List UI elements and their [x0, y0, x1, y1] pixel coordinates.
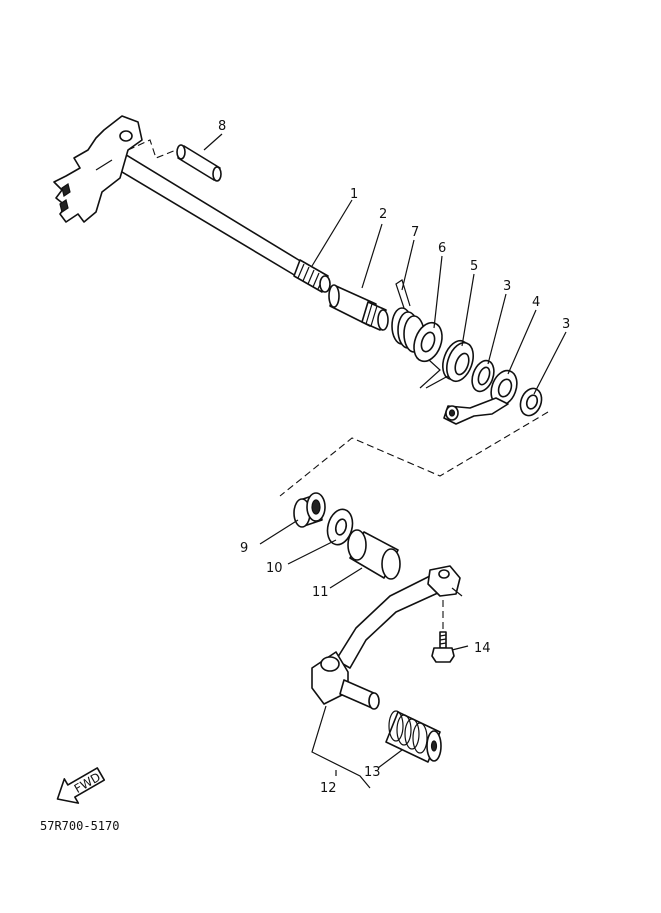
callout-labels: 1 2 7 6 5 3 4 3 8 9 10 11 12 13 14 — [218, 119, 570, 796]
assembly-connector-line — [279, 411, 549, 497]
rubber-peg — [385, 710, 442, 763]
callout-2: 2 — [379, 207, 387, 222]
callout-7: 7 — [411, 225, 419, 240]
callout-11: 11 — [312, 585, 329, 600]
collar — [328, 284, 389, 331]
callout-13: 13 — [364, 765, 381, 780]
diagram-code: 57R700-5170 — [40, 819, 119, 833]
washer-6 — [413, 321, 443, 363]
callout-14: 14 — [474, 641, 491, 656]
washer-10 — [326, 508, 354, 546]
coil-spring-5 — [425, 339, 474, 389]
callout-4: 4 — [532, 295, 540, 310]
circlip-3b — [519, 387, 543, 417]
oil-seal — [293, 492, 326, 528]
callout-10: 10 — [266, 561, 283, 576]
shift-pedal — [311, 565, 463, 710]
pin-locator-line — [127, 139, 177, 159]
callout-1: 1 — [350, 187, 358, 202]
callout-3-lower: 3 — [562, 317, 570, 332]
forward-arrow-icon: FWD — [56, 767, 106, 804]
callout-9: 9 — [240, 541, 248, 556]
callout-3-upper: 3 — [503, 279, 511, 294]
shift-shaft — [53, 115, 331, 293]
leader-lines — [203, 133, 567, 789]
stopper-lever — [443, 369, 518, 425]
bushing — [347, 529, 401, 580]
circlip-3a — [471, 359, 495, 393]
bolt — [431, 600, 455, 663]
callout-8: 8 — [218, 119, 226, 134]
callout-5: 5 — [470, 259, 478, 274]
pin — [176, 144, 222, 182]
torsion-spring — [391, 279, 441, 389]
callout-6: 6 — [438, 241, 446, 256]
callout-12: 12 — [320, 781, 337, 796]
